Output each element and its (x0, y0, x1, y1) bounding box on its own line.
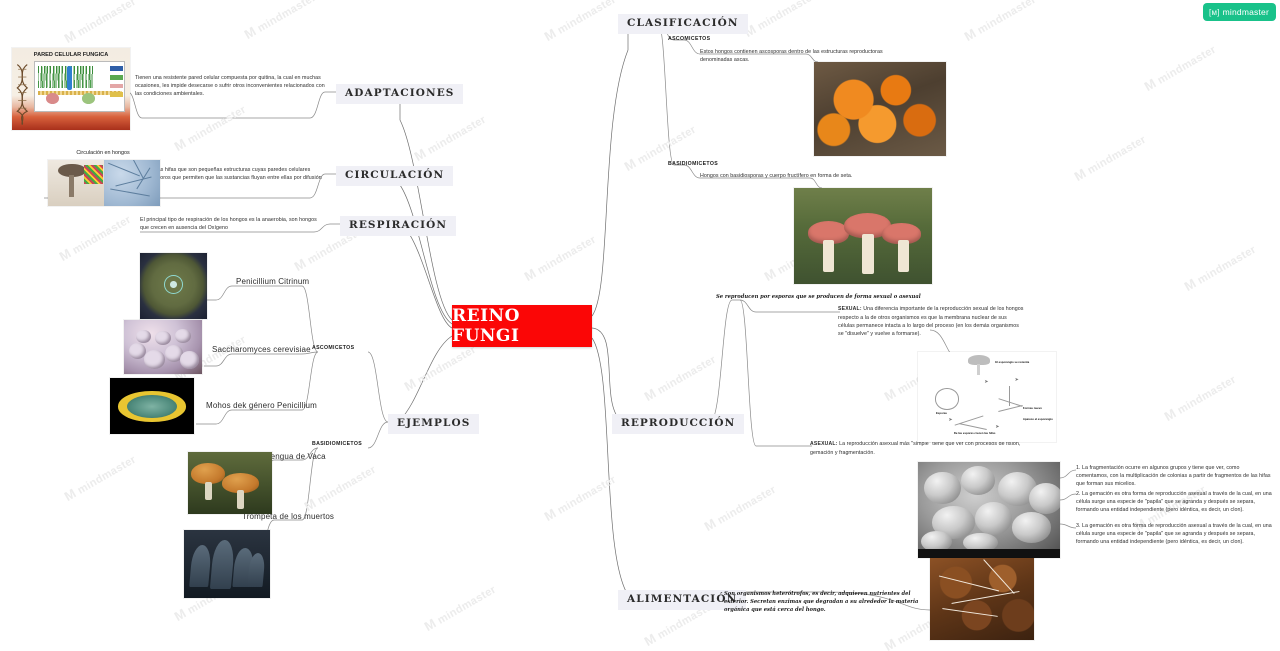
central-node-label: REINO FUNGI (452, 306, 520, 346)
subtopic-ejemplos-basidiomicetos[interactable]: BASIDIOMICETOS (312, 441, 363, 447)
topic-alimentacion-label: ALIMENTACIÓN (627, 593, 738, 605)
image-penicillium-citrinum[interactable] (140, 253, 207, 319)
note-respiracion: El principal tipo de respiración de los … (140, 217, 317, 232)
watermark: M mindmaster (61, 453, 139, 504)
reproduccion-list-item-2: 2. La gemación es otra forma de reproduc… (1076, 491, 1272, 514)
text-asexual: La reproducción asexual más "simple" tie… (810, 441, 1021, 456)
text-sexual: Una diferencia importante de la reproduc… (838, 306, 1024, 338)
image-saccharomyces-cerevisiae[interactable] (124, 320, 202, 374)
watermark: M mindmaster (61, 0, 139, 46)
watermark: M mindmaster (741, 0, 819, 40)
topic-adaptaciones[interactable]: ADAPTACIONES (336, 84, 464, 104)
image-circulacion-en-hongos[interactable] (48, 160, 160, 206)
watermark: M mindmaster (56, 213, 134, 264)
image-trompeta-de-los-muertos[interactable] (184, 530, 270, 598)
note-clasificacion-basidiomicetos: Hongos con basidiosporas y cuerpo fructí… (700, 173, 853, 179)
watermark: M mindmaster (411, 113, 489, 164)
watermark: M mindmaster (421, 583, 499, 634)
watermark: M mindmaster (241, 0, 319, 42)
image-pared-celular-fungica[interactable]: PARED CELULAR FUNGICA (12, 48, 130, 130)
note-circulacion: utilizan las hifas que son pequeñas estr… (138, 167, 322, 182)
image-esporas-microscopio[interactable] (918, 462, 1060, 558)
label-asexual: ASEXUAL: (810, 441, 838, 447)
ejemplo-trompeta-de-los-muertos[interactable]: Trompeta de los muertos (242, 512, 335, 521)
subtopic-ejemplos-ascomicetos[interactable]: ASCOMICETOS (312, 345, 355, 351)
ejemplo-saccharomyces-cerevisiae[interactable]: Saccharomyces cerevisiae (212, 345, 311, 354)
cycle-label-2: Aparece el esporangio (1022, 416, 1053, 421)
note-reproduccion-sexual: SEXUAL: Una diferencia importante de la … (838, 305, 1024, 339)
cycle-label-3: Formas nuevo (1022, 406, 1042, 410)
watermark: M mindmaster (961, 0, 1039, 44)
topic-respiracion-label: RESPIRACIÓN (349, 219, 448, 231)
topic-ejemplos-label: EJEMPLOS (397, 417, 471, 429)
ejemplo-mohos-penicillium[interactable]: Mohos dek género Penicillium (206, 401, 317, 410)
note-alimentacion: Son organismos heterótrofos, es decir, a… (724, 591, 919, 614)
watermark: M mindmaster (301, 463, 379, 514)
image-mohos-penicillium[interactable] (110, 378, 194, 434)
image-ciclo-esporas[interactable]: El esporangio se revienta Esporas Formas… (918, 352, 1056, 442)
image-basidiomicetos[interactable] (794, 188, 932, 284)
label-sexual: SEXUAL: (838, 306, 862, 312)
watermark: M mindmaster (701, 483, 779, 534)
ejemplo-lengua-de-vaca[interactable]: Lengua de Vaca (266, 452, 326, 461)
ejemplo-penicillium-citrinum[interactable]: Penicillium Citrinum (236, 277, 310, 286)
mindmaster-label: mindmaster (1222, 7, 1269, 17)
note-clasificacion-ascomicetos: Estos hongos contienen ascosporas dentro… (700, 49, 883, 64)
topic-reproduccion[interactable]: REPRODUCCIÓN (612, 414, 745, 434)
central-node-reino-fungi[interactable]: REINO FUNGI (452, 305, 592, 347)
watermark: M mindmaster (401, 343, 479, 394)
cycle-label-1: Esporas (935, 411, 947, 416)
note-adaptaciones: Tienen una resistente pared celular comp… (135, 75, 325, 98)
topic-respiracion[interactable]: RESPIRACIÓN (340, 216, 457, 236)
topic-circulacion-label: CIRCULACIÓN (345, 169, 445, 181)
image-ascomicetos[interactable] (814, 62, 946, 156)
pared-celular-panel (34, 61, 126, 112)
image-lengua-de-vaca[interactable] (188, 452, 272, 514)
cycle-label-4: De las esporas crecen las hifas (953, 431, 996, 436)
cycle-label-0: El esporangio se revienta (995, 360, 1030, 365)
mindmaster-icon: [м] (1209, 7, 1220, 17)
dna-helix-icon (14, 63, 31, 125)
image-caption-pared-celular: PARED CELULAR FUNGICA (33, 52, 109, 58)
watermark: M mindmaster (541, 473, 619, 524)
reproduccion-list-item-3: 3. La gemación es otra forma de reproduc… (1076, 523, 1272, 546)
watermark: M mindmaster (541, 0, 619, 44)
topic-clasificacion-label: CLASIFICACIÓN (627, 17, 739, 29)
topic-alimentacion[interactable]: ALIMENTACIÓN (618, 590, 747, 610)
topic-ejemplos[interactable]: EJEMPLOS (388, 414, 480, 434)
reproduccion-list-item-1: 1. La fragmentación ocurre en algunos gr… (1076, 465, 1271, 488)
watermark: M mindmaster (1141, 43, 1219, 94)
topic-circulacion[interactable]: CIRCULACIÓN (336, 166, 454, 186)
subtopic-clasificacion-ascomicetos[interactable]: ASCOMICETOS (668, 36, 711, 42)
topic-reproduccion-label: REPRODUCCIÓN (621, 417, 736, 429)
watermark: M mindmaster (1071, 133, 1149, 184)
topic-adaptaciones-label: ADAPTACIONES (345, 87, 455, 99)
note-reproduccion-asexual: ASEXUAL: La reproducción asexual más "si… (810, 440, 1022, 457)
watermark: M mindmaster (171, 103, 249, 154)
watermark: M mindmaster (1161, 373, 1239, 424)
image-caption-circulacion: Circulación en hongos (76, 150, 130, 156)
mindmaster-logo-badge[interactable]: [м] mindmaster (1203, 3, 1276, 21)
image-alimentacion-hifas[interactable] (930, 558, 1034, 640)
topic-clasificacion[interactable]: CLASIFICACIÓN (618, 14, 748, 34)
watermark: M mindmaster (1181, 243, 1259, 294)
subtopic-clasificacion-basidiomicetos[interactable]: BASIDIOMICETOS (668, 161, 719, 167)
watermark: M mindmaster (641, 353, 719, 404)
note-reproduccion-headline: Se reproducen por esporas que se produce… (716, 294, 921, 300)
watermark: M mindmaster (521, 233, 599, 284)
